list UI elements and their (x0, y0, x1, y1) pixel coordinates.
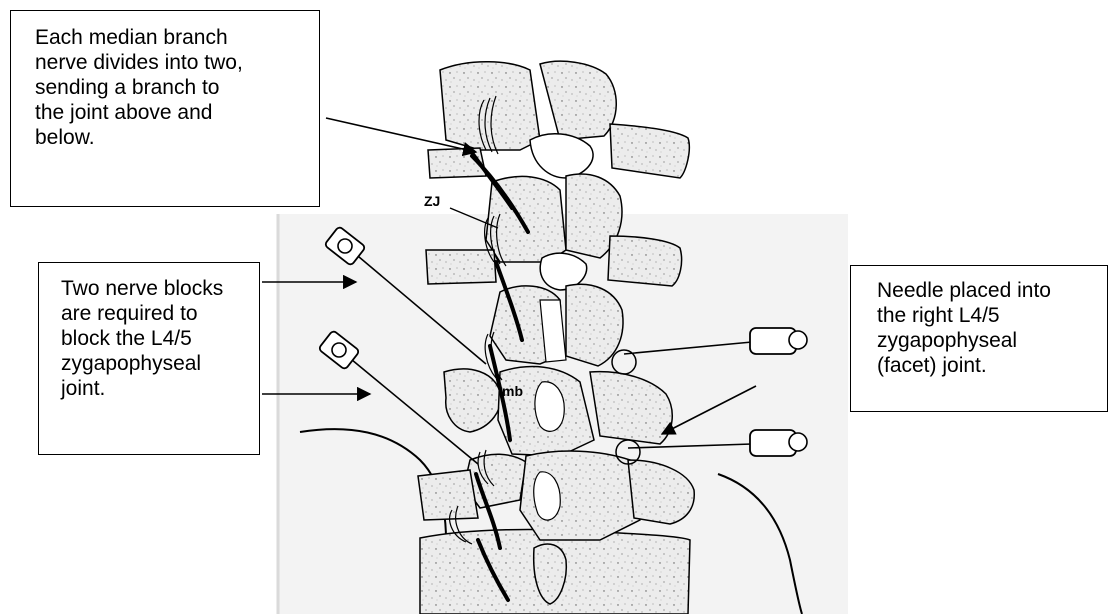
callout-median-branch: Each median branch nerve divides into tw… (10, 10, 320, 207)
callout-line: (facet) joint. (877, 353, 1097, 378)
needle-hub-icon (332, 343, 346, 357)
callout-line: below. (35, 125, 309, 150)
callout-line: the joint above and (35, 100, 309, 125)
callout-line: nerve divides into two, (35, 50, 309, 75)
mb-label: mb (502, 383, 523, 399)
vertebra-l1 (428, 61, 689, 178)
needle-hub-icon (338, 239, 352, 253)
needle-hub-icon (789, 331, 807, 349)
callout-line: are required to (61, 301, 249, 326)
callout-nerve-blocks: Two nerve blocks are required to block t… (38, 262, 260, 455)
callout-line: sending a branch to (35, 75, 309, 100)
callout-line: block the L4/5 (61, 326, 249, 351)
needle-hub-icon (789, 433, 807, 451)
callout-needle-placement: Needle placed into the right L4/5 zygapo… (850, 265, 1108, 412)
callout-line: Each median branch (35, 25, 309, 50)
callout-line: Two nerve blocks (61, 276, 249, 301)
callout-line: the right L4/5 (877, 303, 1097, 328)
callout-line: zygapophyseal (61, 351, 249, 376)
callout-line: zygapophyseal (877, 328, 1097, 353)
zj-label: ZJ (424, 193, 440, 209)
callout-line: Needle placed into (877, 278, 1097, 303)
callout-line: joint. (61, 376, 249, 401)
